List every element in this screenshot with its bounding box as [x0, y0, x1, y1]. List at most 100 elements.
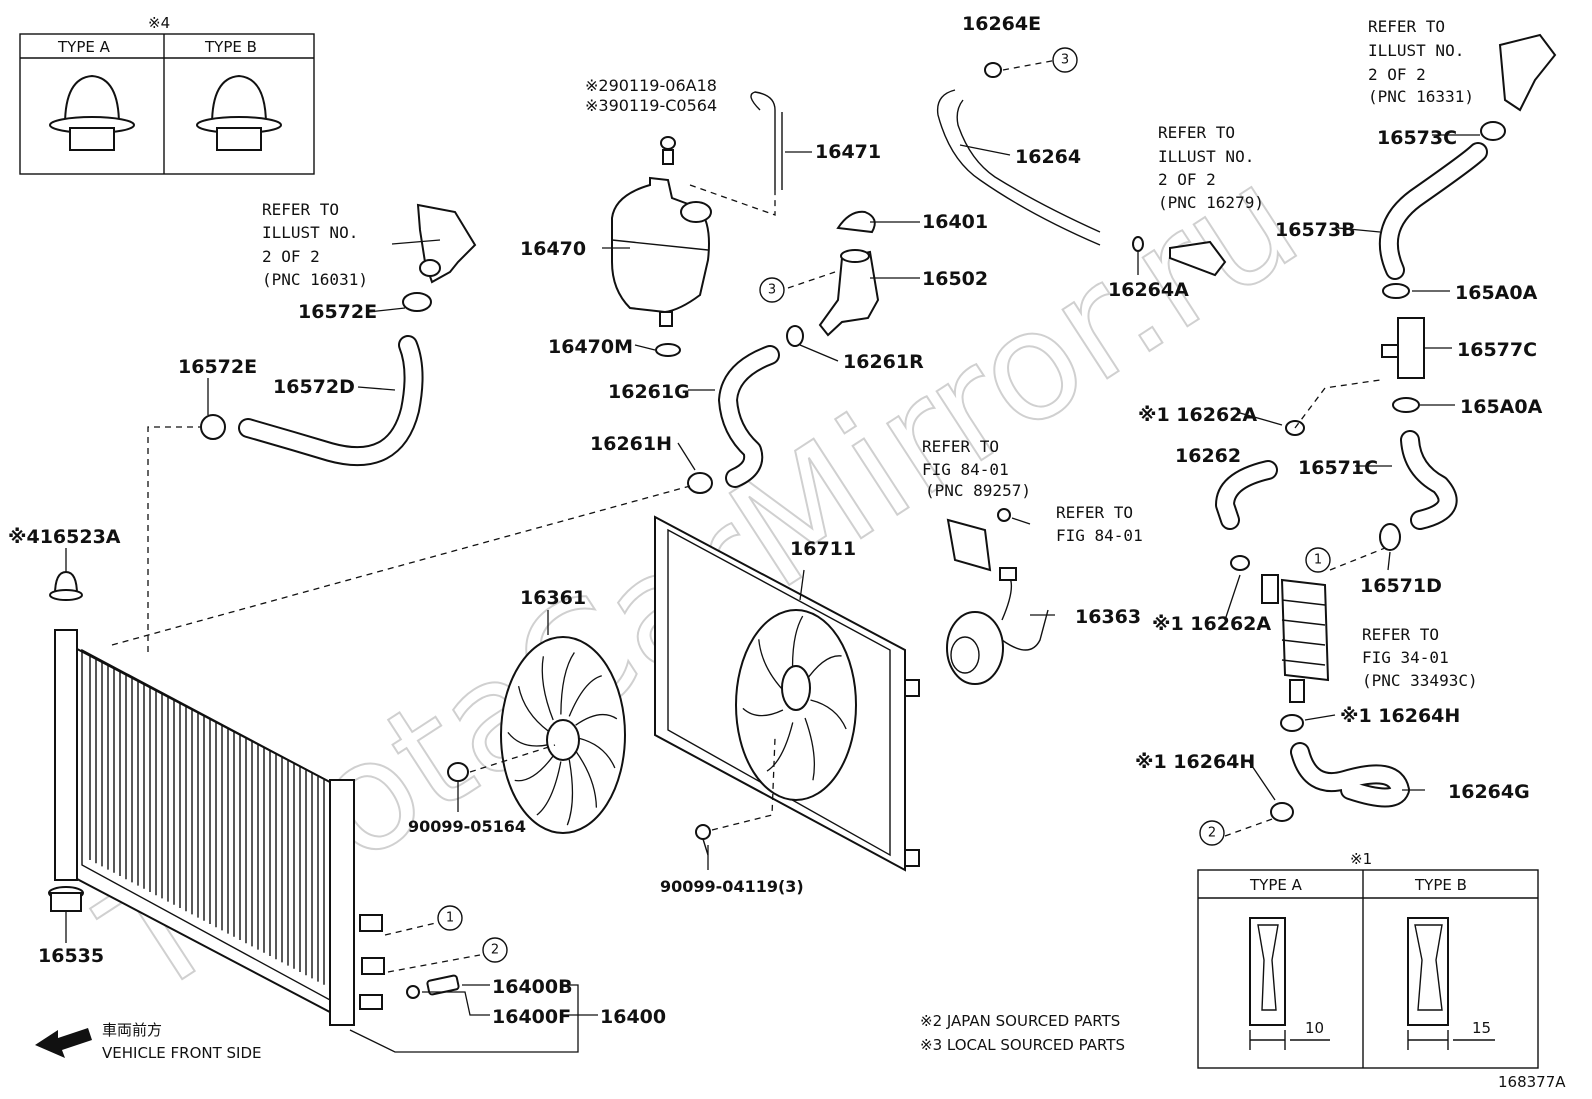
radiator-cushion-16535 [48, 886, 84, 912]
label-16262: 16262 [1175, 445, 1241, 467]
type-box-4-mark: ※4 [148, 14, 170, 32]
hose-16264 [936, 89, 1101, 246]
fan-blade [804, 717, 815, 781]
clamp-165A0A [1392, 397, 1420, 413]
type-box-1-type-b: TYPE B [1414, 876, 1467, 894]
circle-ref-3 [759, 277, 785, 303]
label-16264A: 16264A [1108, 279, 1189, 301]
refer-note-16331: REFER TO ILLUST NO. 2 OF 2 (PNC 16331) [1368, 17, 1474, 106]
cap-type-a-icon [49, 74, 135, 151]
label-16523A: ※416523A [8, 526, 121, 548]
bolt-90099-04119 [695, 824, 711, 856]
clamps [200, 62, 1506, 822]
label-16400: 16400 [600, 1006, 666, 1028]
label-16264E: 16264E [962, 13, 1041, 35]
fan-blade [742, 707, 784, 717]
grommet-16470M [655, 343, 681, 357]
hose-16261G [718, 345, 780, 488]
fan-blade [568, 675, 602, 717]
water-outlet-16502 [818, 249, 880, 337]
circle-ref-2 [482, 937, 508, 963]
clamp-16262A [1230, 555, 1250, 571]
footnote-3: ※3 LOCAL SOURCED PARTS [920, 1036, 1125, 1054]
clamp-16264H-top [1280, 714, 1304, 732]
hose-16262 [1215, 460, 1278, 530]
refer-note-34-01-l2: FIG 34-01 [1362, 648, 1449, 667]
refer-note-16331-l2: ILLUST NO. [1368, 41, 1464, 60]
label-16264H: ※1 16264H [1135, 751, 1255, 773]
label-16264: 16264 [1015, 146, 1081, 168]
type-box-1: ※1 TYPE A TYPE B 10 15 [1197, 850, 1539, 1069]
circle-ref-1 [437, 905, 463, 931]
fan-blade [575, 713, 618, 726]
label-16571D: 16571D [1360, 575, 1442, 597]
refer-note-16331-l4: (PNC 16331) [1368, 87, 1474, 106]
nut-90099-05164 [447, 762, 469, 782]
refer-note-16031-l4: (PNC 16031) [262, 270, 368, 289]
refer-note-16031-l1: REFER TO [262, 200, 339, 219]
label-16571C: 16571C [1298, 457, 1378, 479]
label-16572E-top: 16572E [298, 301, 377, 323]
circle-ref-2-right [1199, 820, 1225, 846]
circle-ref-2-right-text: 2 [1208, 826, 1216, 841]
refer-note-fig-34-01: REFER TO FIG 34-01 (PNC 33493C) [1362, 625, 1478, 690]
clamp-16264E [984, 62, 1002, 78]
circle-ref-3-text: 3 [768, 283, 776, 298]
circle-ref-3-top-text: 3 [1061, 53, 1069, 68]
clamp-16572E [200, 414, 226, 440]
union-16577C [1381, 317, 1425, 379]
clamp-16261H [687, 472, 713, 494]
refer-note-34-01-l1: REFER TO [1362, 625, 1439, 644]
circle-refs: 3 3 1 2 1 2 [437, 47, 1331, 963]
type-box-1-type-a: TYPE A [1249, 876, 1303, 894]
fan-blade [810, 699, 847, 730]
type-box-1-mark: ※1 [1350, 850, 1372, 868]
refer-note-fig-84-01: REFER TO FIG 84-01 [1056, 503, 1143, 545]
type-box-1-dim-a: 10 [1305, 1019, 1324, 1037]
vehicle-front-side: 車両前方 VEHICLE FRONT SIDE [35, 1021, 262, 1062]
label-16470M: 16470M [548, 336, 633, 358]
label-16573B: 16573B [1275, 219, 1356, 241]
fan-blade [507, 731, 549, 747]
label-16400B: 16400B [492, 976, 573, 998]
oil-cooler-33493C [1261, 574, 1330, 703]
dashed-leaders [111, 59, 1386, 973]
label-16577C: 16577C [1457, 339, 1537, 361]
circle-ref-1-right [1305, 547, 1331, 573]
label-90099-04119: 90099-04119(3) [660, 877, 804, 896]
hose-16571C [1400, 430, 1458, 530]
label-16261G: 16261G [608, 381, 690, 403]
front-side-jp: 車両前方 [102, 1021, 162, 1039]
label-90119b: ※390119-C0564 [585, 96, 717, 115]
fan-relay-connector [946, 508, 1011, 572]
label-16470: 16470 [520, 238, 586, 260]
label-90099-05164: 90099-05164 [408, 817, 526, 836]
fan-blade [758, 639, 784, 691]
label-16361: 16361 [520, 587, 586, 609]
fan-shroud-16711 [654, 515, 920, 872]
refer-note-16031-l3: 2 OF 2 [262, 247, 320, 266]
label-16400F: 16400F [492, 1006, 571, 1028]
hose-16471 [750, 91, 783, 190]
label-16262A-top: ※1 16262A [1138, 404, 1257, 426]
footnote-2: ※2 JAPAN SOURCED PARTS [920, 1012, 1120, 1030]
type-box-1-dim-b: 15 [1472, 1019, 1491, 1037]
refer-note-34-01-l3: (PNC 33493C) [1362, 671, 1478, 690]
refer-note-16279: REFER TO ILLUST NO. 2 OF 2 (PNC 16279) [1158, 123, 1264, 212]
diagram-id: 168377A [1498, 1073, 1566, 1091]
circle-ref-3-top [1052, 47, 1078, 73]
fan-blade [575, 750, 598, 808]
radiator-cap-16523A [49, 570, 83, 601]
clamp-16264H [1270, 802, 1294, 822]
refer-note-84-01-l2: FIG 84-01 [1056, 526, 1143, 545]
label-16363: 16363 [1075, 606, 1141, 628]
circle-ref-1-right-text: 1 [1314, 553, 1322, 568]
footnotes: ※2 JAPAN SOURCED PARTS ※3 LOCAL SOURCED … [920, 1012, 1125, 1054]
cap-type-b-icon [196, 74, 282, 151]
label-16261R: 16261R [843, 351, 924, 373]
clamp-16571D [1379, 523, 1401, 551]
clamp-165A0A-top [1382, 283, 1410, 299]
circle-ref-1-text: 1 [446, 911, 454, 926]
water-inlet-16031 [416, 203, 477, 284]
